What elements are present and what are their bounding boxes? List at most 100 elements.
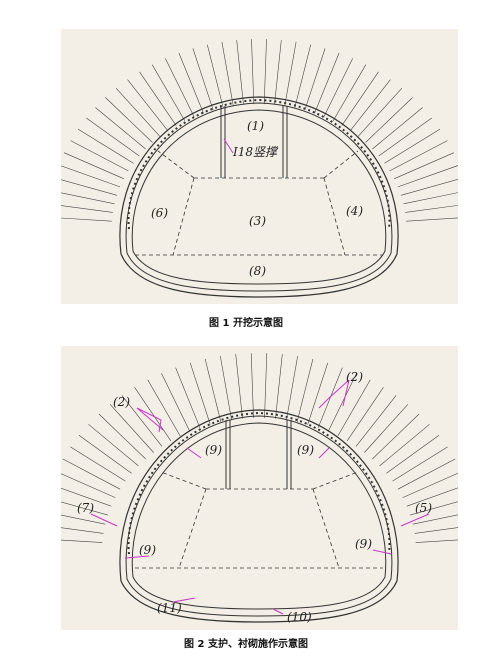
- label-part-4: (4): [346, 204, 363, 218]
- i18-leader-line: [223, 138, 234, 154]
- figure-1-svg: (1) I18竖撑 (6) (3) (4) (8): [61, 39, 458, 298]
- rock-bolt: [379, 424, 430, 467]
- rock-bolt: [412, 514, 458, 525]
- rock-bolt: [61, 487, 112, 507]
- rock-bolt: [189, 362, 211, 425]
- rock-bolt: [204, 358, 222, 423]
- rock-bolt: [115, 87, 161, 137]
- rock-bolts: [61, 39, 458, 222]
- rock-bolt: [61, 165, 121, 188]
- figure-2-svg: (2) (2) (9) (9) (7) (5) (9) (9) (11) (10…: [61, 353, 458, 624]
- middle-lining: [125, 415, 393, 617]
- rock-bolt: [327, 373, 357, 432]
- rock-bolt: [251, 39, 255, 105]
- label-part-2-right: (2): [346, 370, 363, 384]
- rock-bolt: [364, 404, 409, 453]
- figure-2-caption: 图 2 支护、衬砌施作示意图: [184, 639, 308, 650]
- rock-bolt: [127, 79, 169, 131]
- rock-bolt: [161, 373, 191, 432]
- tunnel-lining: [119, 409, 399, 623]
- rock-bolt: [355, 395, 397, 447]
- rock-bolt: [134, 387, 172, 442]
- label-part-11: (11): [157, 601, 182, 615]
- vertical-struts: [225, 420, 292, 489]
- rock-bolt: [61, 501, 108, 516]
- rock-bolt: [86, 117, 140, 157]
- rock-bolt: [274, 40, 282, 105]
- rock-bolt: [61, 179, 118, 196]
- label-part-10: (10): [287, 610, 312, 624]
- rock-bolt: [317, 367, 343, 428]
- rock-bolt: [105, 97, 153, 143]
- rock-bolt: [95, 107, 146, 150]
- label-i18-strut: I18竖撑: [232, 145, 279, 159]
- rock-bolt: [349, 79, 391, 131]
- rock-bolt: [61, 514, 106, 525]
- rock-bolt: [414, 527, 458, 534]
- rock-bolt: [61, 217, 112, 222]
- rock-bolt: [386, 435, 440, 474]
- rock-bolt: [165, 58, 195, 117]
- rock-bolt: [378, 117, 432, 157]
- rock-bolt: [346, 387, 384, 442]
- rock-bolt: [384, 128, 441, 164]
- rock-bolt: [178, 52, 204, 114]
- rock-bolt: [147, 379, 181, 437]
- rock-bolt: [314, 52, 340, 114]
- figure-1-caption: 图 1 开挖示意图: [209, 318, 283, 329]
- rock-bolt: [415, 539, 458, 543]
- figure-1-excavation-diagram: (1) I18竖撑 (6) (3) (4) (8): [61, 29, 458, 304]
- rock-bolt: [61, 205, 113, 213]
- rock-bolt: [77, 128, 134, 164]
- rock-bolt: [307, 362, 329, 425]
- rock-bolt: [139, 71, 177, 126]
- rock-bolt: [236, 40, 244, 105]
- label-part-2-left: (2): [113, 395, 130, 409]
- rock-bolt: [397, 165, 458, 188]
- rock-bolt: [235, 354, 243, 419]
- middle-lining: [125, 102, 393, 292]
- steel-arch-dots: [127, 411, 391, 555]
- leader-lines: [90, 379, 430, 615]
- rock-bolt: [372, 107, 423, 150]
- rock-bolt: [250, 353, 254, 419]
- rock-bolt: [410, 501, 458, 516]
- rock-bolt: [98, 413, 146, 460]
- label-part-5: (5): [415, 501, 432, 515]
- label-part-3: (3): [249, 214, 266, 228]
- rock-bolt: [151, 64, 186, 122]
- rock-bolt: [304, 48, 326, 111]
- rock-bolt: [78, 435, 132, 474]
- rock-bolt: [400, 179, 458, 196]
- outer-lining: [119, 409, 399, 623]
- inner-lining: [131, 422, 387, 610]
- label-part-9-upper-left: (9): [205, 443, 222, 457]
- rock-bolt: [393, 152, 455, 180]
- rock-bolt: [109, 404, 154, 453]
- rock-bolt: [121, 395, 163, 447]
- rock-bolt: [207, 44, 224, 108]
- rock-bolt: [221, 41, 234, 106]
- rock-bolt: [88, 424, 139, 467]
- rock-bolt: [406, 487, 458, 507]
- rock-bolt: [70, 446, 126, 482]
- label-part-1: (1): [247, 119, 264, 133]
- i18-vertical-struts: [220, 106, 288, 178]
- rock-bolt: [332, 64, 367, 122]
- rock-bolt: [70, 140, 129, 172]
- rock-bolt: [61, 473, 116, 498]
- rock-bolt: [63, 152, 125, 180]
- rock-bolt: [406, 217, 458, 222]
- rock-bolt: [403, 192, 458, 205]
- rock-bolts: [61, 353, 458, 543]
- rock-bolt: [220, 355, 232, 421]
- rock-bolt: [61, 527, 104, 534]
- tunnel-lining: [119, 96, 399, 298]
- figure-2-support-lining-diagram: (2) (2) (9) (9) (7) (5) (9) (9) (11) (10…: [61, 346, 458, 630]
- rock-bolt: [62, 458, 121, 490]
- steel-arch-dots: [127, 98, 391, 230]
- label-part-9-lower-right: (9): [355, 537, 372, 551]
- rock-bolt: [323, 58, 353, 117]
- label-part-8: (8): [249, 264, 266, 278]
- label-part-9-lower-left: (9): [139, 543, 156, 557]
